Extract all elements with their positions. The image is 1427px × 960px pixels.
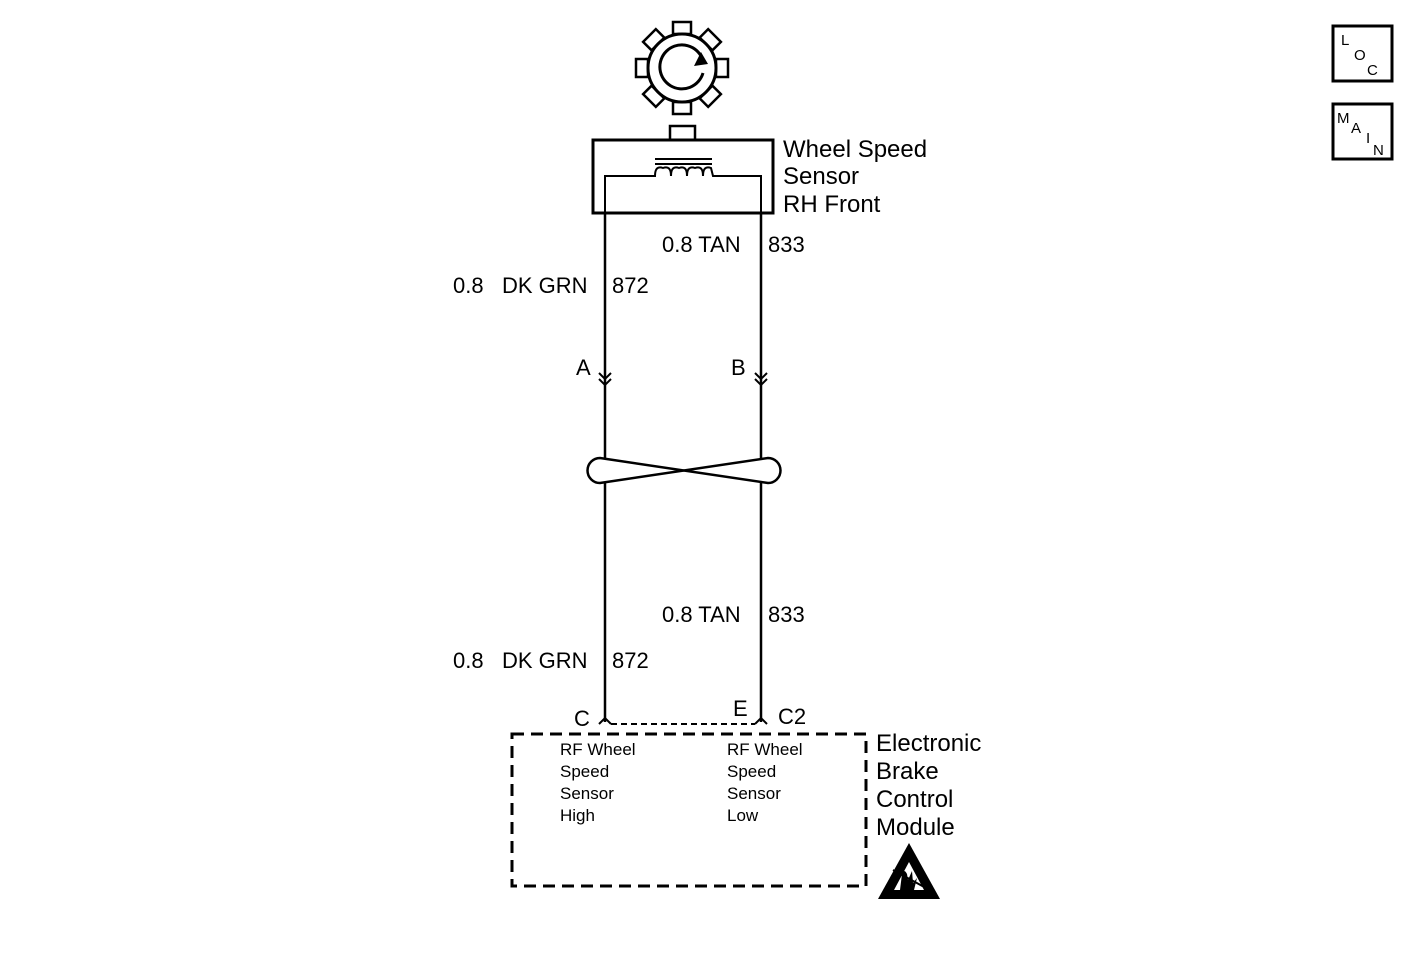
- connector-b-icon: [754, 372, 768, 387]
- loc-button[interactable]: L O C: [1331, 24, 1394, 83]
- gear-tooth: [671, 100, 693, 116]
- wheel-speed-sensor: [591, 124, 775, 215]
- sensor-coil-icon: [604, 166, 762, 213]
- sensor-name-line-2: Sensor: [783, 163, 859, 190]
- module-low-line-2: Speed: [727, 762, 776, 781]
- gear-tooth: [714, 57, 730, 79]
- wire-872-lower-circuit: 872: [612, 648, 649, 673]
- module-name-line-2: Brake: [876, 758, 939, 785]
- connector-pin-b: B: [731, 355, 746, 380]
- twisted-pair-icon: [586, 456, 782, 485]
- gear-tooth: [671, 20, 693, 36]
- module-low-line-1: RF Wheel: [727, 740, 803, 759]
- module-high-line-3: Sensor: [560, 784, 614, 803]
- wire-833-lower-size-color: 0.8 TAN: [662, 602, 741, 627]
- wire-872-upper-color: DK GRN: [502, 273, 588, 298]
- loc-letter-1: L: [1341, 32, 1349, 49]
- ebcm-module-box: [510, 732, 868, 888]
- wire-872-upper-circuit: 872: [612, 273, 649, 298]
- main-letter-2: A: [1351, 120, 1361, 137]
- main-button[interactable]: M A I N: [1331, 102, 1394, 161]
- wire-872-upper-size: 0.8: [453, 273, 484, 298]
- module-name-line-1: Electronic: [876, 730, 981, 757]
- wire-872-lower-size: 0.8: [453, 648, 484, 673]
- gear-tooth: [634, 57, 650, 79]
- wire-833-lower-circuit: 833: [768, 602, 805, 627]
- module-pin-e: E: [733, 696, 748, 721]
- main-letter-1: M: [1337, 110, 1350, 127]
- module-name-line-3: Control: [876, 786, 953, 813]
- module-low-line-4: Low: [727, 806, 759, 825]
- esd-warning-icon: [878, 843, 940, 899]
- wire-833-upper-size-color: 0.8 TAN: [662, 232, 741, 257]
- module-high-line-1: RF Wheel: [560, 740, 636, 759]
- main-letter-4: N: [1373, 142, 1384, 159]
- sensor-stem: [668, 124, 697, 142]
- sensor-name-line-3: RH Front: [783, 191, 881, 218]
- module-low-line-3: Sensor: [727, 784, 781, 803]
- module-high-line-2: Speed: [560, 762, 609, 781]
- sensor-housing: [591, 138, 775, 215]
- module-high-line-4: High: [560, 806, 595, 825]
- loc-letter-3: C: [1367, 62, 1378, 79]
- wire-872-lower-color: DK GRN: [502, 648, 588, 673]
- connector-a-icon: [598, 372, 612, 387]
- main-letter-3: I: [1366, 130, 1370, 147]
- module-connector-c2: C2: [778, 704, 806, 729]
- module-pin-c-icon: [598, 716, 612, 725]
- connector-pin-a: A: [576, 355, 591, 380]
- module-name-line-4: Module: [876, 814, 955, 841]
- module-pin-e-icon: [754, 716, 768, 725]
- wheel-rotation-icon: [634, 20, 730, 116]
- module-pin-c: C: [574, 706, 590, 731]
- sensor-name-line-1: Wheel Speed: [783, 136, 927, 163]
- wire-833-upper-circuit: 833: [768, 232, 805, 257]
- loc-letter-2: O: [1354, 47, 1366, 64]
